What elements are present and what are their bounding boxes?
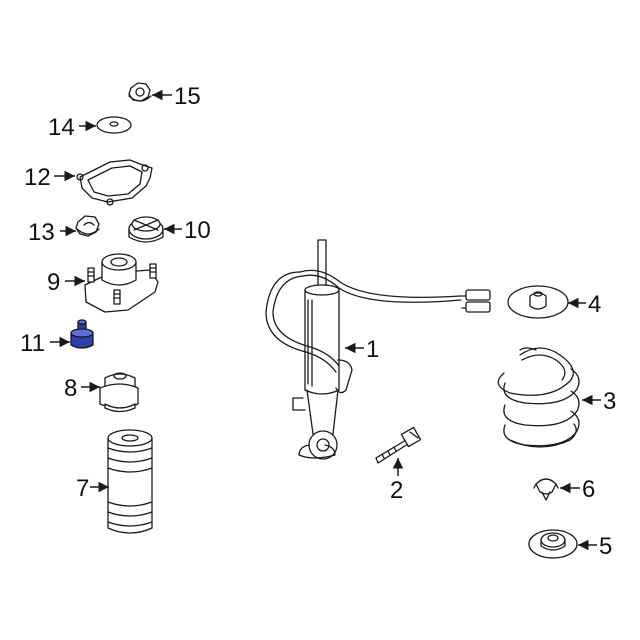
coil-spring-part xyxy=(497,347,580,448)
strut-mount-part xyxy=(84,253,159,313)
hex-nut-part xyxy=(75,215,100,237)
callout-label-9: 9 xyxy=(47,269,60,296)
callout-label-8: 8 xyxy=(64,375,77,402)
callout-label-3: 3 xyxy=(603,388,616,415)
callout-label-14: 14 xyxy=(48,114,75,141)
bump-cap-part xyxy=(128,216,164,243)
callout-label-1: 1 xyxy=(366,336,379,363)
bolt-part xyxy=(375,426,422,464)
spring-seat-part xyxy=(507,285,569,319)
dust-boot-part xyxy=(107,429,153,534)
callout-label-15: 15 xyxy=(174,83,201,110)
callout-label-7: 7 xyxy=(76,475,89,502)
retainer-clip-part xyxy=(533,478,559,501)
washer-part xyxy=(96,116,132,134)
callout-label-12: 12 xyxy=(24,164,51,191)
callout-label-11: 11 xyxy=(20,330,45,357)
callout-label-13: 13 xyxy=(28,219,55,246)
mount-gasket-part xyxy=(76,159,153,206)
callout-label-2: 2 xyxy=(390,477,403,504)
shock-absorber-part xyxy=(265,239,491,460)
callout-label-10: 10 xyxy=(184,217,211,244)
callout-label-4: 4 xyxy=(588,291,601,318)
lower-seat-part xyxy=(528,529,578,559)
insulator-part-highlighted xyxy=(70,319,94,349)
bump-stop-part xyxy=(99,372,139,413)
callout-label-5: 5 xyxy=(599,533,612,560)
callout-label-6: 6 xyxy=(582,476,595,503)
flange-nut-part xyxy=(128,82,152,102)
